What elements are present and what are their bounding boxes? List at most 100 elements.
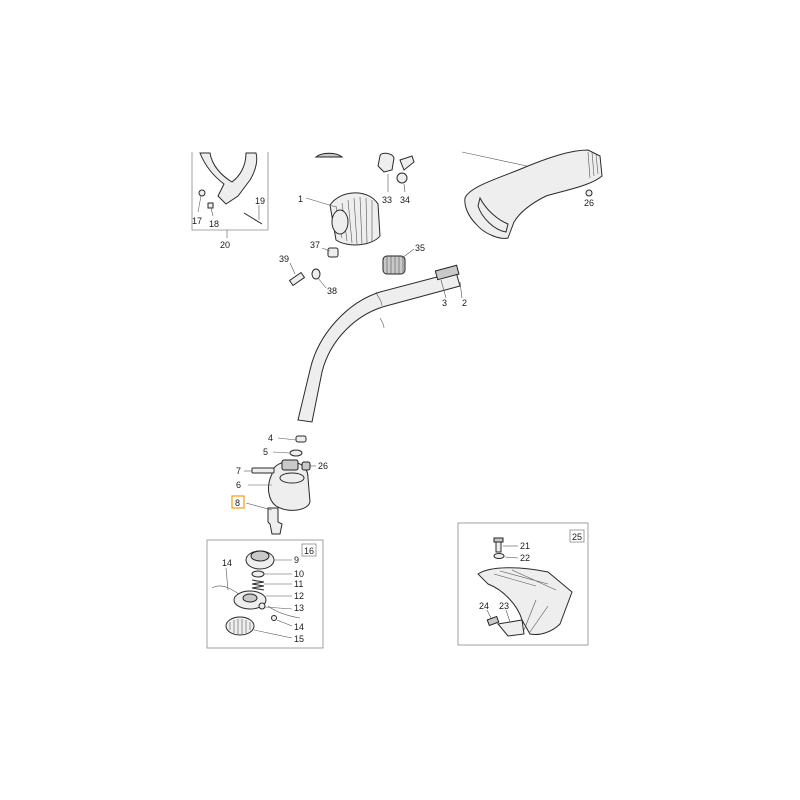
label-33: 33 (382, 195, 392, 205)
leader-5 (272, 451, 290, 454)
leader-35 (401, 248, 415, 259)
screw-21-head (493, 537, 504, 543)
leader-23 (505, 609, 511, 623)
collar-opening (331, 209, 349, 235)
label-22: 22 (520, 553, 530, 563)
washer-38[interactable] (311, 268, 321, 280)
leader-22 (504, 556, 519, 559)
label-17: 17 (192, 216, 202, 226)
box-16-frame (206, 539, 324, 649)
clamp-lever-ear (399, 155, 415, 171)
leader-4 (277, 437, 297, 441)
gear-head-top-boss (281, 459, 299, 471)
label-16: 16 (304, 546, 314, 556)
leader-15 (253, 629, 293, 639)
guard-group: 25 21 22 24 23 (457, 522, 589, 646)
cap-37[interactable] (327, 247, 339, 258)
screw-24[interactable] (486, 615, 500, 627)
label-1: 1 (298, 194, 303, 204)
label-12: 12 (294, 591, 304, 601)
eyelet-13[interactable] (258, 602, 266, 610)
leader-39 (289, 262, 296, 275)
housing-body (464, 149, 603, 239)
washer-22[interactable] (493, 553, 505, 559)
leader-8 (245, 502, 273, 511)
label-26-head: 26 (318, 461, 328, 471)
nut-26[interactable] (301, 461, 311, 471)
label-11: 11 (294, 579, 303, 589)
inner-shaft-3 (434, 264, 460, 281)
clamp-top-fragment (314, 152, 344, 158)
leader-1 (305, 197, 337, 208)
handle-bracket[interactable] (199, 152, 258, 205)
grass-guard[interactable] (477, 567, 573, 635)
drive-shaft-assembly[interactable]: 3 2 (297, 264, 467, 423)
handle-assembly-group: 17 18 19 20 (191, 152, 269, 250)
bump-knob-15[interactable] (225, 616, 255, 636)
output-shaft-8[interactable] (267, 507, 283, 535)
bolt-7[interactable] (251, 467, 275, 474)
label-24: 24 (479, 601, 489, 611)
top-centre-parts: 33 34 (314, 152, 415, 205)
label-34: 34 (400, 195, 410, 205)
label-26-top: 26 (584, 198, 594, 208)
blade-23[interactable] (497, 619, 525, 637)
handle-nut-18 (207, 202, 214, 209)
collar-part-1[interactable]: 1 (298, 192, 381, 246)
housing-extension-line (461, 151, 537, 169)
box-16-tag (301, 543, 317, 557)
leader-38 (317, 277, 327, 289)
leader-2 (459, 281, 463, 299)
coupling-knurl (386, 256, 404, 274)
leader-3 (440, 279, 447, 299)
line-end-14 (271, 615, 277, 621)
label-7: 7 (236, 466, 241, 476)
label-15: 15 (294, 634, 304, 644)
box-25-frame (457, 522, 589, 646)
clamp-lever-33[interactable] (377, 152, 395, 173)
label-6: 6 (236, 480, 241, 490)
spring-11[interactable] (251, 579, 265, 591)
ring-34 (396, 172, 408, 184)
label-10: 10 (294, 569, 304, 579)
leader-18 (210, 207, 214, 217)
handle-screw-head (198, 189, 206, 197)
leader-13 (264, 606, 293, 610)
gear-head-face (279, 472, 305, 484)
housing-trigger (477, 196, 509, 233)
coupling-body (382, 255, 406, 275)
leader-14-top (225, 567, 229, 591)
housing-grip-ribs (587, 151, 599, 179)
box-20-frame (191, 152, 269, 231)
screw-39[interactable] (288, 271, 306, 287)
leader-24 (486, 609, 492, 619)
label-14-top: 14 (222, 558, 232, 568)
label-14-bottom: 14 (294, 622, 304, 632)
leader-37 (321, 247, 331, 252)
tube-break-marks (375, 291, 385, 329)
label-8: 8 (235, 498, 240, 508)
label-38: 38 (327, 286, 337, 296)
highlight-box-8[interactable] (231, 495, 245, 509)
label-37: 37 (310, 240, 320, 250)
bent-tube-2 (297, 271, 461, 423)
label-23: 23 (499, 601, 509, 611)
coupling-part-35[interactable]: 35 (382, 243, 425, 275)
label-39: 39 (279, 254, 289, 264)
label-2: 2 (462, 298, 467, 308)
engine-housing[interactable]: 26 (461, 149, 603, 239)
label-20: 20 (220, 240, 230, 250)
label-21: 21 (520, 541, 530, 551)
washer-5[interactable] (289, 449, 303, 457)
spool-cap-9-top (250, 550, 270, 562)
box-25-tag (569, 529, 585, 543)
shaft-end-pin-4[interactable] (295, 435, 307, 443)
ring-10[interactable] (251, 570, 265, 578)
label-19: 19 (255, 196, 265, 206)
leader-34 (403, 183, 406, 193)
leader-17 (197, 195, 202, 213)
housing-screw-26 (585, 189, 593, 197)
label-9: 9 (294, 555, 299, 565)
leader-14-bottom (276, 619, 293, 627)
